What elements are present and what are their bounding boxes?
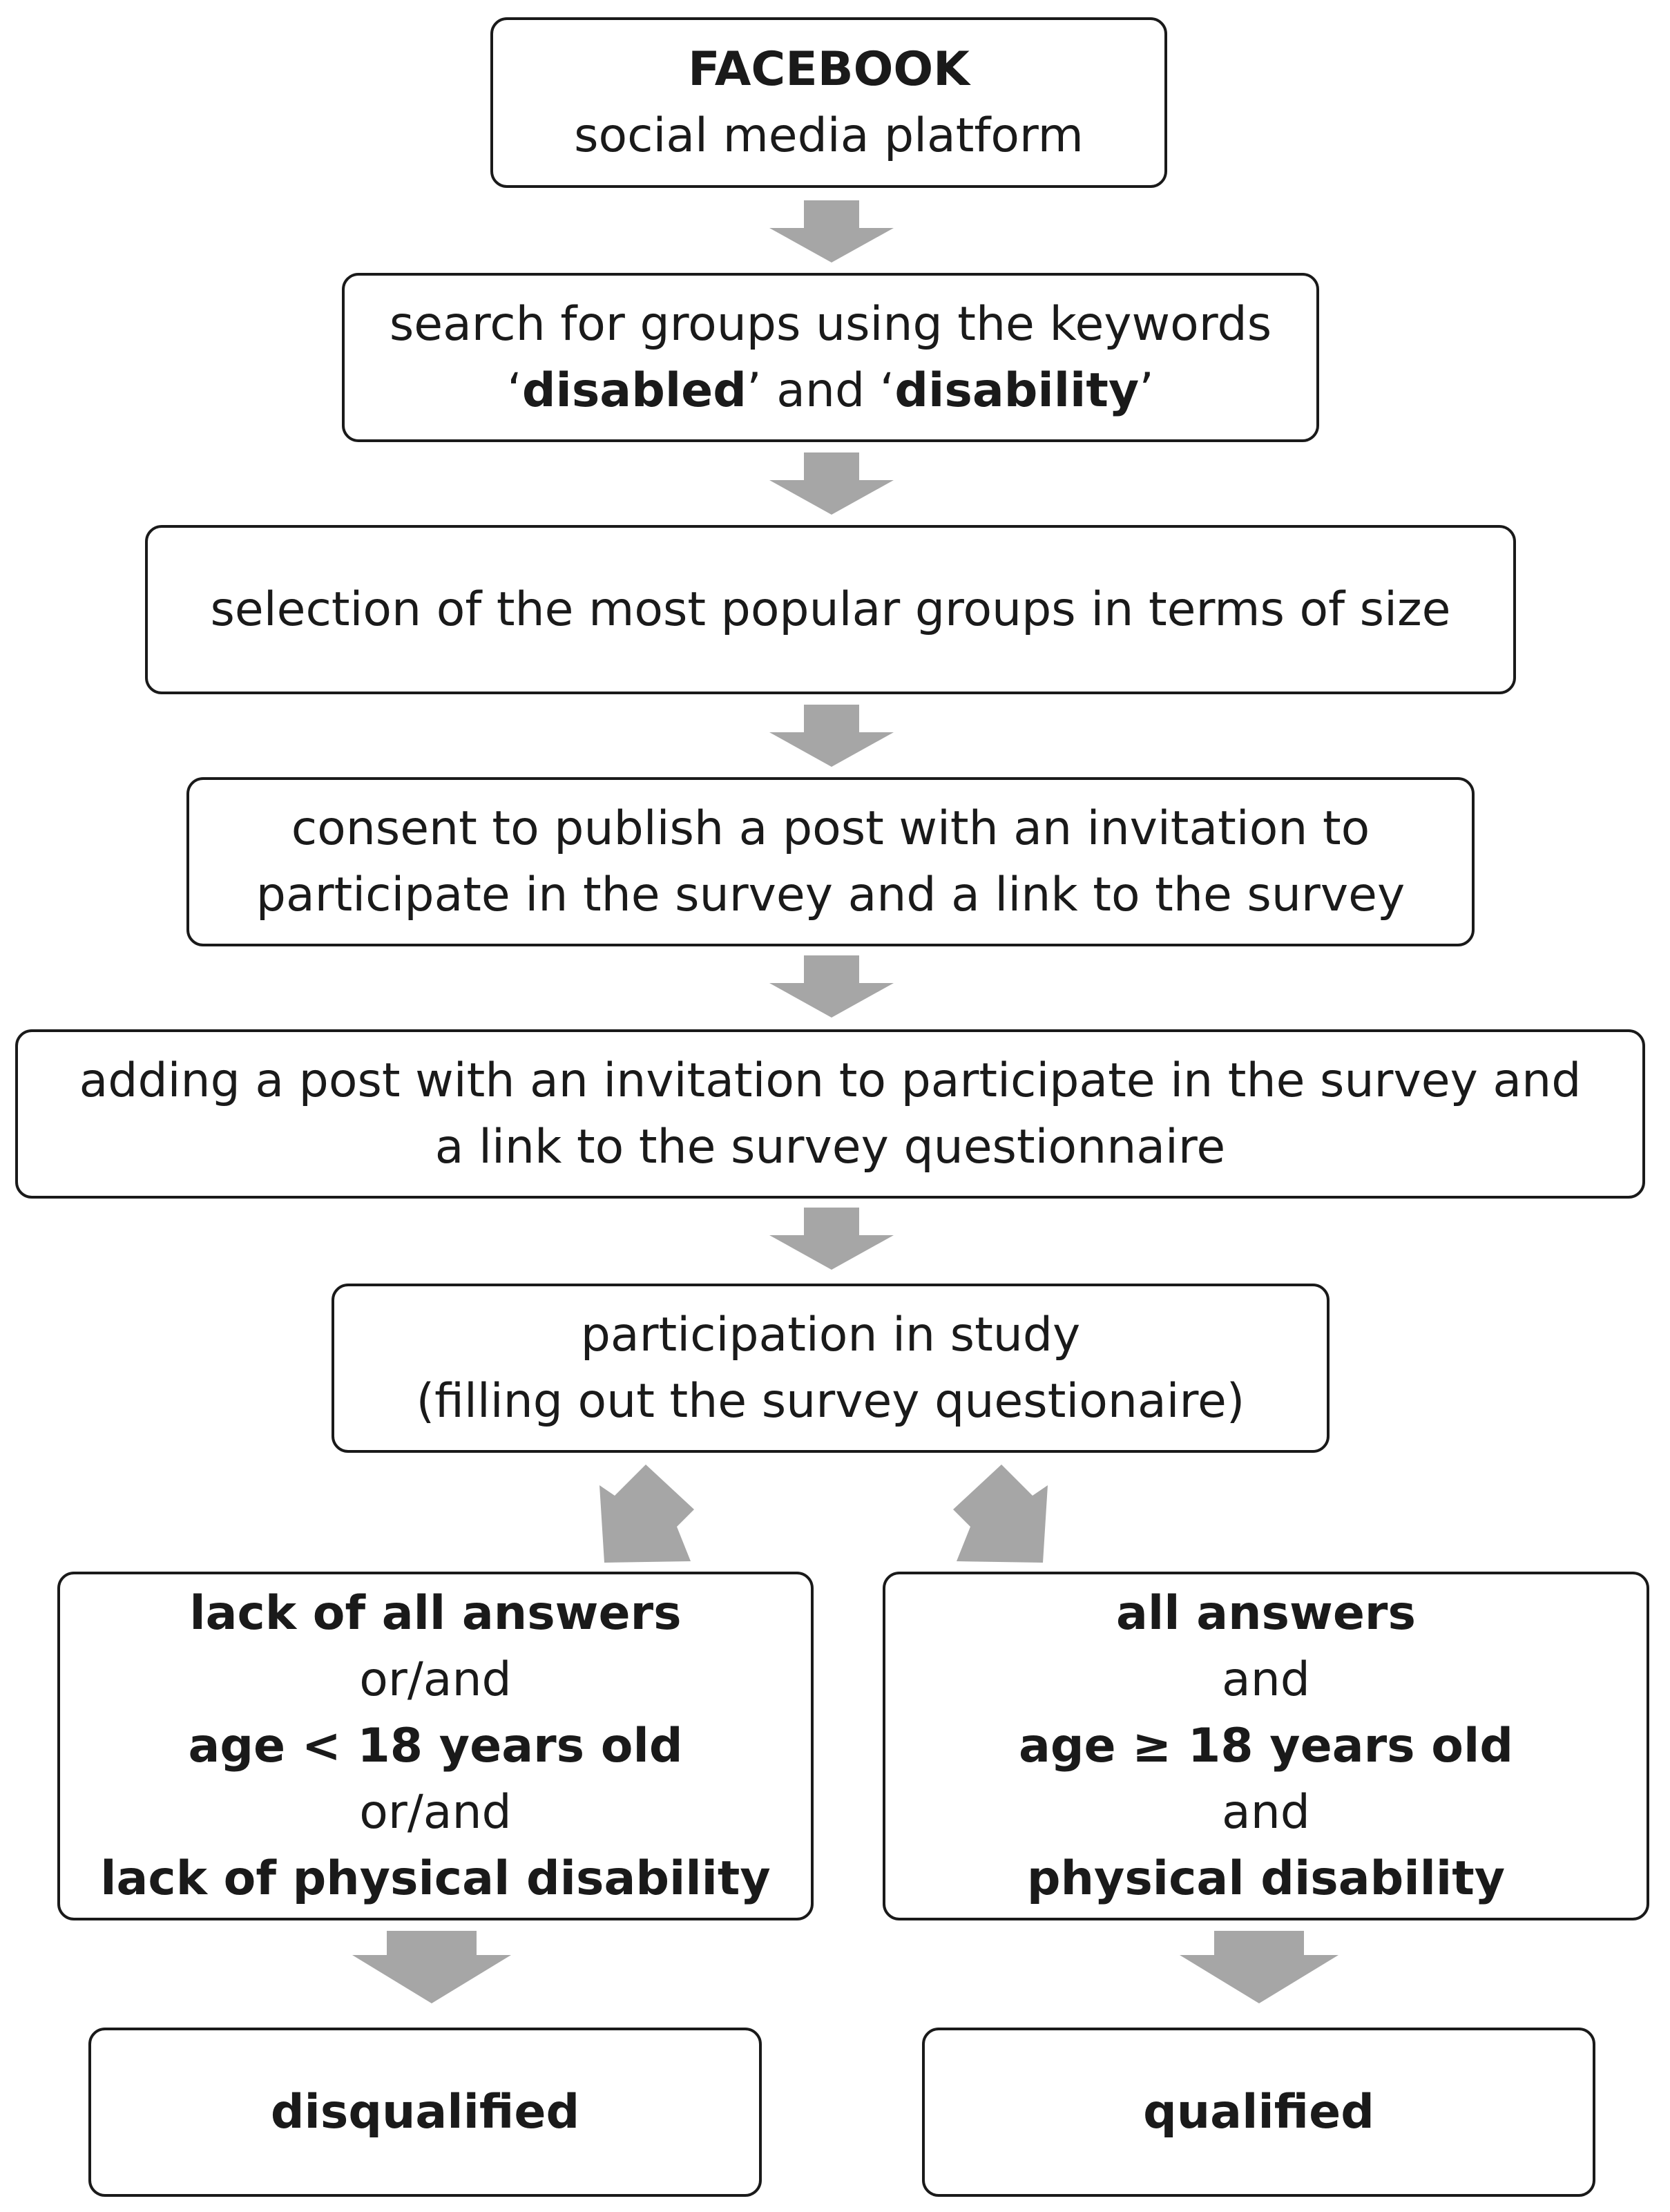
facebook-box: FACEBOOK social media platform (490, 17, 1167, 188)
consent-box: consent to publish a post with an invita… (186, 777, 1475, 946)
left-operator-1: or/and (359, 1652, 512, 1707)
search-box: search for groups using the keywords ‘di… (342, 273, 1319, 442)
arrow-down-3 (769, 705, 894, 767)
qualify-criteria-box: all answers and age ≥ 18 years old and p… (883, 1572, 1649, 1920)
right-criterion-1: all answers (1116, 1585, 1416, 1641)
left-operator-2: or/and (359, 1784, 512, 1840)
arrow-diagonal-right (953, 1465, 1048, 1563)
disqualify-criteria-box: lack of all answers or/and age < 18 year… (57, 1572, 814, 1920)
search-text-line1: search for groups using the keywords (389, 296, 1272, 352)
arrow-diagonal-left (599, 1465, 694, 1563)
disqualified-box: disqualified (88, 2028, 762, 2197)
left-criterion-3: lack of physical disability (100, 1851, 771, 1906)
adding-text-line2: a link to the survey questionnaire (434, 1119, 1226, 1174)
arrow-down-left-outcome (352, 1931, 511, 2003)
selection-text: selection of the most popular groups in … (210, 582, 1451, 637)
keyword-disabled: disabled (521, 363, 747, 418)
left-criterion-2: age < 18 years old (188, 1718, 683, 1773)
facebook-title: FACEBOOK (688, 41, 970, 97)
selection-box: selection of the most popular groups in … (145, 525, 1516, 694)
right-operator-2: and (1222, 1784, 1310, 1840)
keyword-connector: and (776, 363, 865, 418)
qualified-box: qualified (922, 2028, 1595, 2197)
facebook-subtitle: social media platform (574, 108, 1084, 163)
participation-text-line1: participation in study (580, 1307, 1081, 1362)
left-criterion-1: lack of all answers (189, 1585, 682, 1641)
right-operator-1: and (1222, 1652, 1310, 1707)
participation-box: participation in study (filling out the … (332, 1284, 1330, 1453)
arrow-down-5 (769, 1208, 894, 1270)
right-criterion-3: physical disability (1026, 1851, 1506, 1906)
arrow-down-1 (769, 200, 894, 263)
search-keywords-line: ‘disabled’ and ‘disability’ (507, 363, 1154, 418)
keyword-disability: disability (894, 363, 1140, 418)
disqualified-label: disqualified (270, 2084, 580, 2139)
adding-text-line1: adding a post with an invitation to part… (79, 1053, 1582, 1108)
adding-post-box: adding a post with an invitation to part… (15, 1029, 1645, 1199)
arrow-down-2 (769, 452, 894, 515)
right-criterion-2: age ≥ 18 years old (1018, 1718, 1514, 1773)
qualified-label: qualified (1143, 2084, 1374, 2139)
participation-text-line2: (filling out the survey questionaire) (416, 1373, 1245, 1429)
consent-text-line1: consent to publish a post with an invita… (291, 801, 1370, 856)
consent-text-line2: participate in the survey and a link to … (256, 867, 1405, 922)
arrow-down-right-outcome (1180, 1931, 1338, 2003)
arrow-down-4 (769, 955, 894, 1018)
